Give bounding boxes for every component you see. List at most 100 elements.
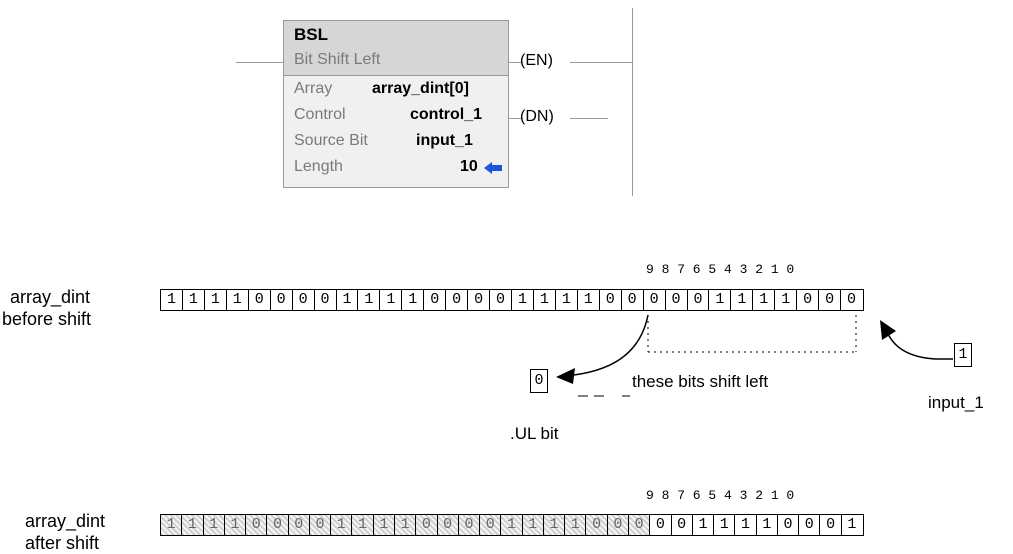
bit-cell: 0 [446, 290, 469, 310]
en-coil-open-paren: ( [520, 52, 526, 69]
bit-cell: 1 [183, 290, 205, 310]
bit-cell: 0 [644, 290, 666, 310]
bit-cell: 0 [416, 515, 438, 535]
input-bit-box: 1 [954, 343, 972, 367]
bit-cell: 0 [490, 290, 512, 310]
bit-cell: 0 [650, 515, 672, 535]
bit-cell: 1 [543, 515, 566, 535]
right-power-rail [632, 8, 633, 196]
bit-cell: 0 [622, 290, 644, 310]
dn-coil-open-paren: ( [520, 108, 526, 125]
bit-cell: 1 [709, 290, 732, 310]
bit-cell: 1 [847, 516, 857, 533]
bit-cell: 1 [402, 290, 425, 310]
bit-cell: 0 [315, 290, 337, 310]
bit-cell: 1 [161, 290, 183, 310]
dn-coil-label: DN [525, 108, 549, 125]
instruction-header: BSL Bit Shift Left [284, 21, 508, 76]
bit-cell: 1 [757, 515, 778, 535]
bit-cell: 0 [688, 290, 710, 310]
bit-cell: 1 [358, 290, 381, 310]
bit-cell: 1 [512, 290, 534, 310]
input-label: input_1 [928, 393, 984, 412]
bit-cell: 1 [775, 290, 798, 310]
bit-cell: 1 [331, 515, 353, 535]
before-label-line2: before shift [2, 309, 92, 329]
bit-cell: 0 [424, 290, 447, 310]
bit-cell: 0 [778, 515, 800, 535]
bit-cell: 0 [600, 290, 622, 310]
bit-cell: 1 [373, 515, 395, 535]
operand-value-source-bit[interactable]: input_1 [416, 132, 473, 149]
bit-cell: 1 [735, 515, 757, 535]
bit-cell: 1 [534, 290, 556, 310]
bit-cell: 1 [714, 515, 736, 535]
operand-label-control: Control [294, 106, 346, 123]
bit-cell: 0 [799, 515, 821, 535]
before-label-line1: array_dint [10, 287, 91, 307]
instruction-description: Bit Shift Left [294, 51, 381, 68]
bit-cell: 0 [666, 290, 688, 310]
bit-cell: 0 [607, 515, 629, 535]
dn-coil[interactable]: (DN) [520, 108, 554, 126]
operand-value-array[interactable]: array_dint[0] [372, 80, 469, 97]
bit-cell: 0 [267, 515, 289, 535]
bit-cell: 0 [271, 290, 293, 310]
bit-cell: 1 [161, 515, 183, 535]
bit-cell: 0 [672, 515, 693, 535]
bit-cell: 1 [693, 515, 715, 535]
bit-cell: 0 [293, 290, 315, 310]
bit-cell: 1 [224, 515, 247, 535]
bit-cell: 0 [249, 290, 271, 310]
bit-cell: 0 [586, 515, 608, 535]
after-label-line2: after shift [25, 533, 100, 553]
after-label-line1: array_dint [25, 511, 106, 531]
bit-cell: 0 [458, 515, 481, 535]
bit-cell: 0 [480, 515, 502, 535]
operand-label-source-bit: Source Bit [294, 132, 368, 149]
wire-en-out [570, 62, 632, 63]
bit-cell: 1 [352, 515, 374, 535]
dn-coil-close-paren: ) [548, 108, 554, 125]
en-coil[interactable]: (EN) [520, 52, 553, 70]
bit-cell: 0 [437, 515, 459, 535]
operand-value-length[interactable]: 10 [460, 158, 478, 175]
operand-label-array: Array [294, 80, 333, 97]
bit-cell: 1 [753, 290, 776, 310]
bit-cell: 0 [468, 290, 491, 310]
bit-cell: 0 [820, 515, 842, 535]
operand-value-control[interactable]: control_1 [410, 106, 483, 123]
bit-cell: 1 [395, 515, 417, 535]
bit-cell: 0 [309, 515, 332, 535]
bsl-instruction-block[interactable]: BSL Bit Shift Left Array array_dint[0] C… [283, 20, 509, 188]
bit-cell: 1 [731, 290, 754, 310]
en-coil-label: EN [525, 52, 548, 69]
ul-bit-box: 0 [530, 369, 548, 393]
bit-cell: 1 [556, 290, 578, 310]
instruction-name: BSL [294, 25, 328, 44]
wire-dn-out [570, 118, 608, 119]
bit-cell: 0 [629, 515, 651, 535]
bit-cell: 1 [205, 290, 227, 310]
ul-bit-label: .UL bit [510, 424, 559, 443]
bit-cell: 0 [797, 290, 820, 310]
bit-cell: 1 [227, 290, 249, 310]
en-coil-close-paren: ) [547, 52, 553, 69]
length-arrow-icon [484, 162, 502, 174]
bit-cell: 1 [522, 515, 544, 535]
wire-en-in [508, 62, 522, 63]
bit-cell: 0 [288, 515, 310, 535]
bit-cell: 1 [501, 515, 523, 535]
shift-note: these bits shift left [632, 372, 769, 391]
bit-cell: 0 [847, 291, 857, 308]
bit-cell: 1 [337, 290, 359, 310]
bit-cell: 1 [380, 290, 403, 310]
operand-label-length: Length [294, 158, 343, 175]
wire-dn-in [508, 118, 522, 119]
bit-cell: 1 [565, 515, 587, 535]
bit-cell: 1 [203, 515, 225, 535]
bit-positions-before: 9 8 7 6 5 4 3 2 1 0 [646, 262, 795, 277]
